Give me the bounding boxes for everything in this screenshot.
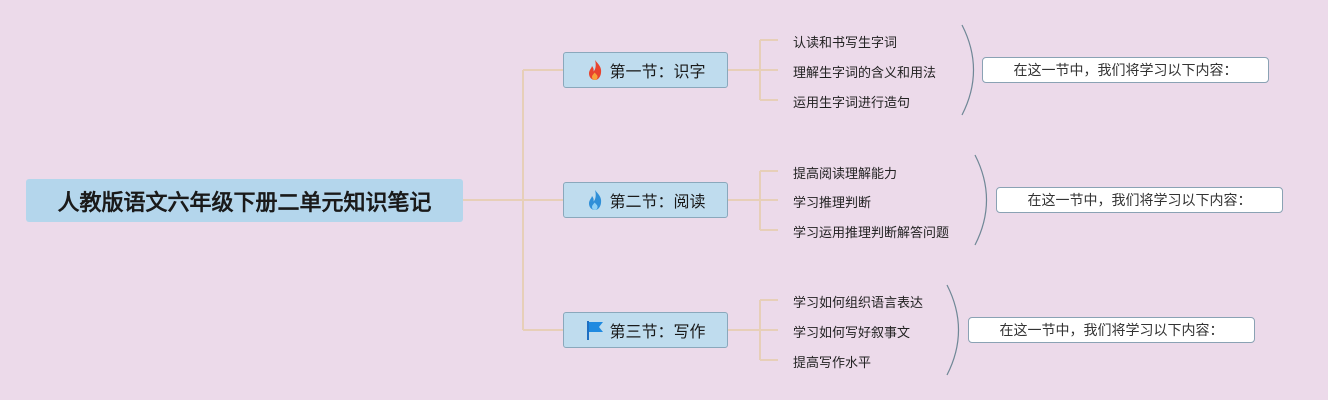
section-3-item-2[interactable]: 学习如何写好叙事文	[793, 326, 911, 341]
section-3-title: 第三节：写作	[609, 322, 706, 341]
section-2-item-2[interactable]: 学习推理判断	[793, 196, 872, 211]
section-2-summary-text: 在这一节中，我们将学习以下内容：	[1027, 193, 1252, 209]
section-3-item-1[interactable]: 学习如何组织语言表达	[793, 296, 924, 311]
fire-blue-icon	[585, 189, 605, 211]
summary-bracket-3	[946, 284, 960, 376]
fire-red-icon	[585, 59, 605, 81]
section-1-topic[interactable]: 第一节：识字	[563, 52, 728, 88]
section-2-summary[interactable]: 在这一节中，我们将学习以下内容：	[996, 187, 1283, 213]
section-1-summary[interactable]: 在这一节中，我们将学习以下内容：	[982, 57, 1269, 83]
section-1-title: 第一节：识字	[609, 62, 706, 81]
section-1-item-2[interactable]: 理解生字词的含义和用法	[793, 66, 937, 81]
section-2-title: 第二节：阅读	[609, 192, 706, 211]
section-1-item-1[interactable]: 认读和书写生字词	[793, 36, 898, 51]
root-topic[interactable]: 人教版语文六年级下册二单元知识笔记	[26, 179, 463, 222]
section-3-summary[interactable]: 在这一节中，我们将学习以下内容：	[968, 317, 1255, 343]
section-1-summary-text: 在这一节中，我们将学习以下内容：	[1013, 63, 1238, 79]
section-3-item-3[interactable]: 提高写作水平	[793, 356, 872, 371]
section-2-item-3[interactable]: 学习运用推理判断解答问题	[793, 226, 950, 241]
section-3-summary-text: 在这一节中，我们将学习以下内容：	[999, 323, 1224, 339]
section-2-item-1[interactable]: 提高阅读理解能力	[793, 167, 898, 182]
summary-bracket-2	[974, 154, 988, 246]
section-1-item-3[interactable]: 运用生字词进行造句	[793, 96, 911, 111]
flag-blue-icon	[585, 319, 605, 341]
section-3-topic[interactable]: 第三节：写作	[563, 312, 728, 348]
root-title: 人教版语文六年级下册二单元知识笔记	[57, 190, 432, 216]
summary-bracket-1	[961, 24, 975, 116]
section-2-topic[interactable]: 第二节：阅读	[563, 182, 728, 218]
